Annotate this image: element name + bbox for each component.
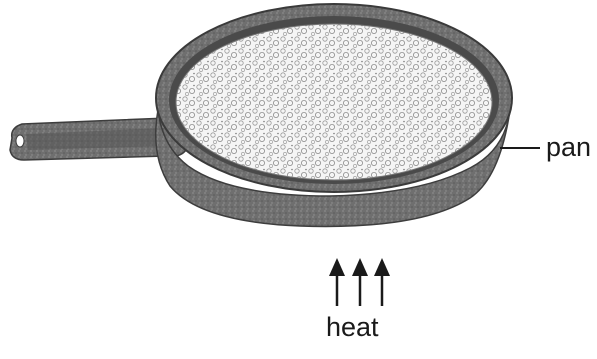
- up-arrow-icon: [352, 258, 368, 306]
- heat-label: heat: [326, 314, 379, 341]
- up-arrow-icon: [329, 258, 345, 306]
- up-arrow-icon: [374, 258, 390, 306]
- pan-label: pan: [546, 134, 591, 161]
- heat-arrows: [329, 258, 390, 306]
- popcorn-kernels-icon: [176, 24, 492, 180]
